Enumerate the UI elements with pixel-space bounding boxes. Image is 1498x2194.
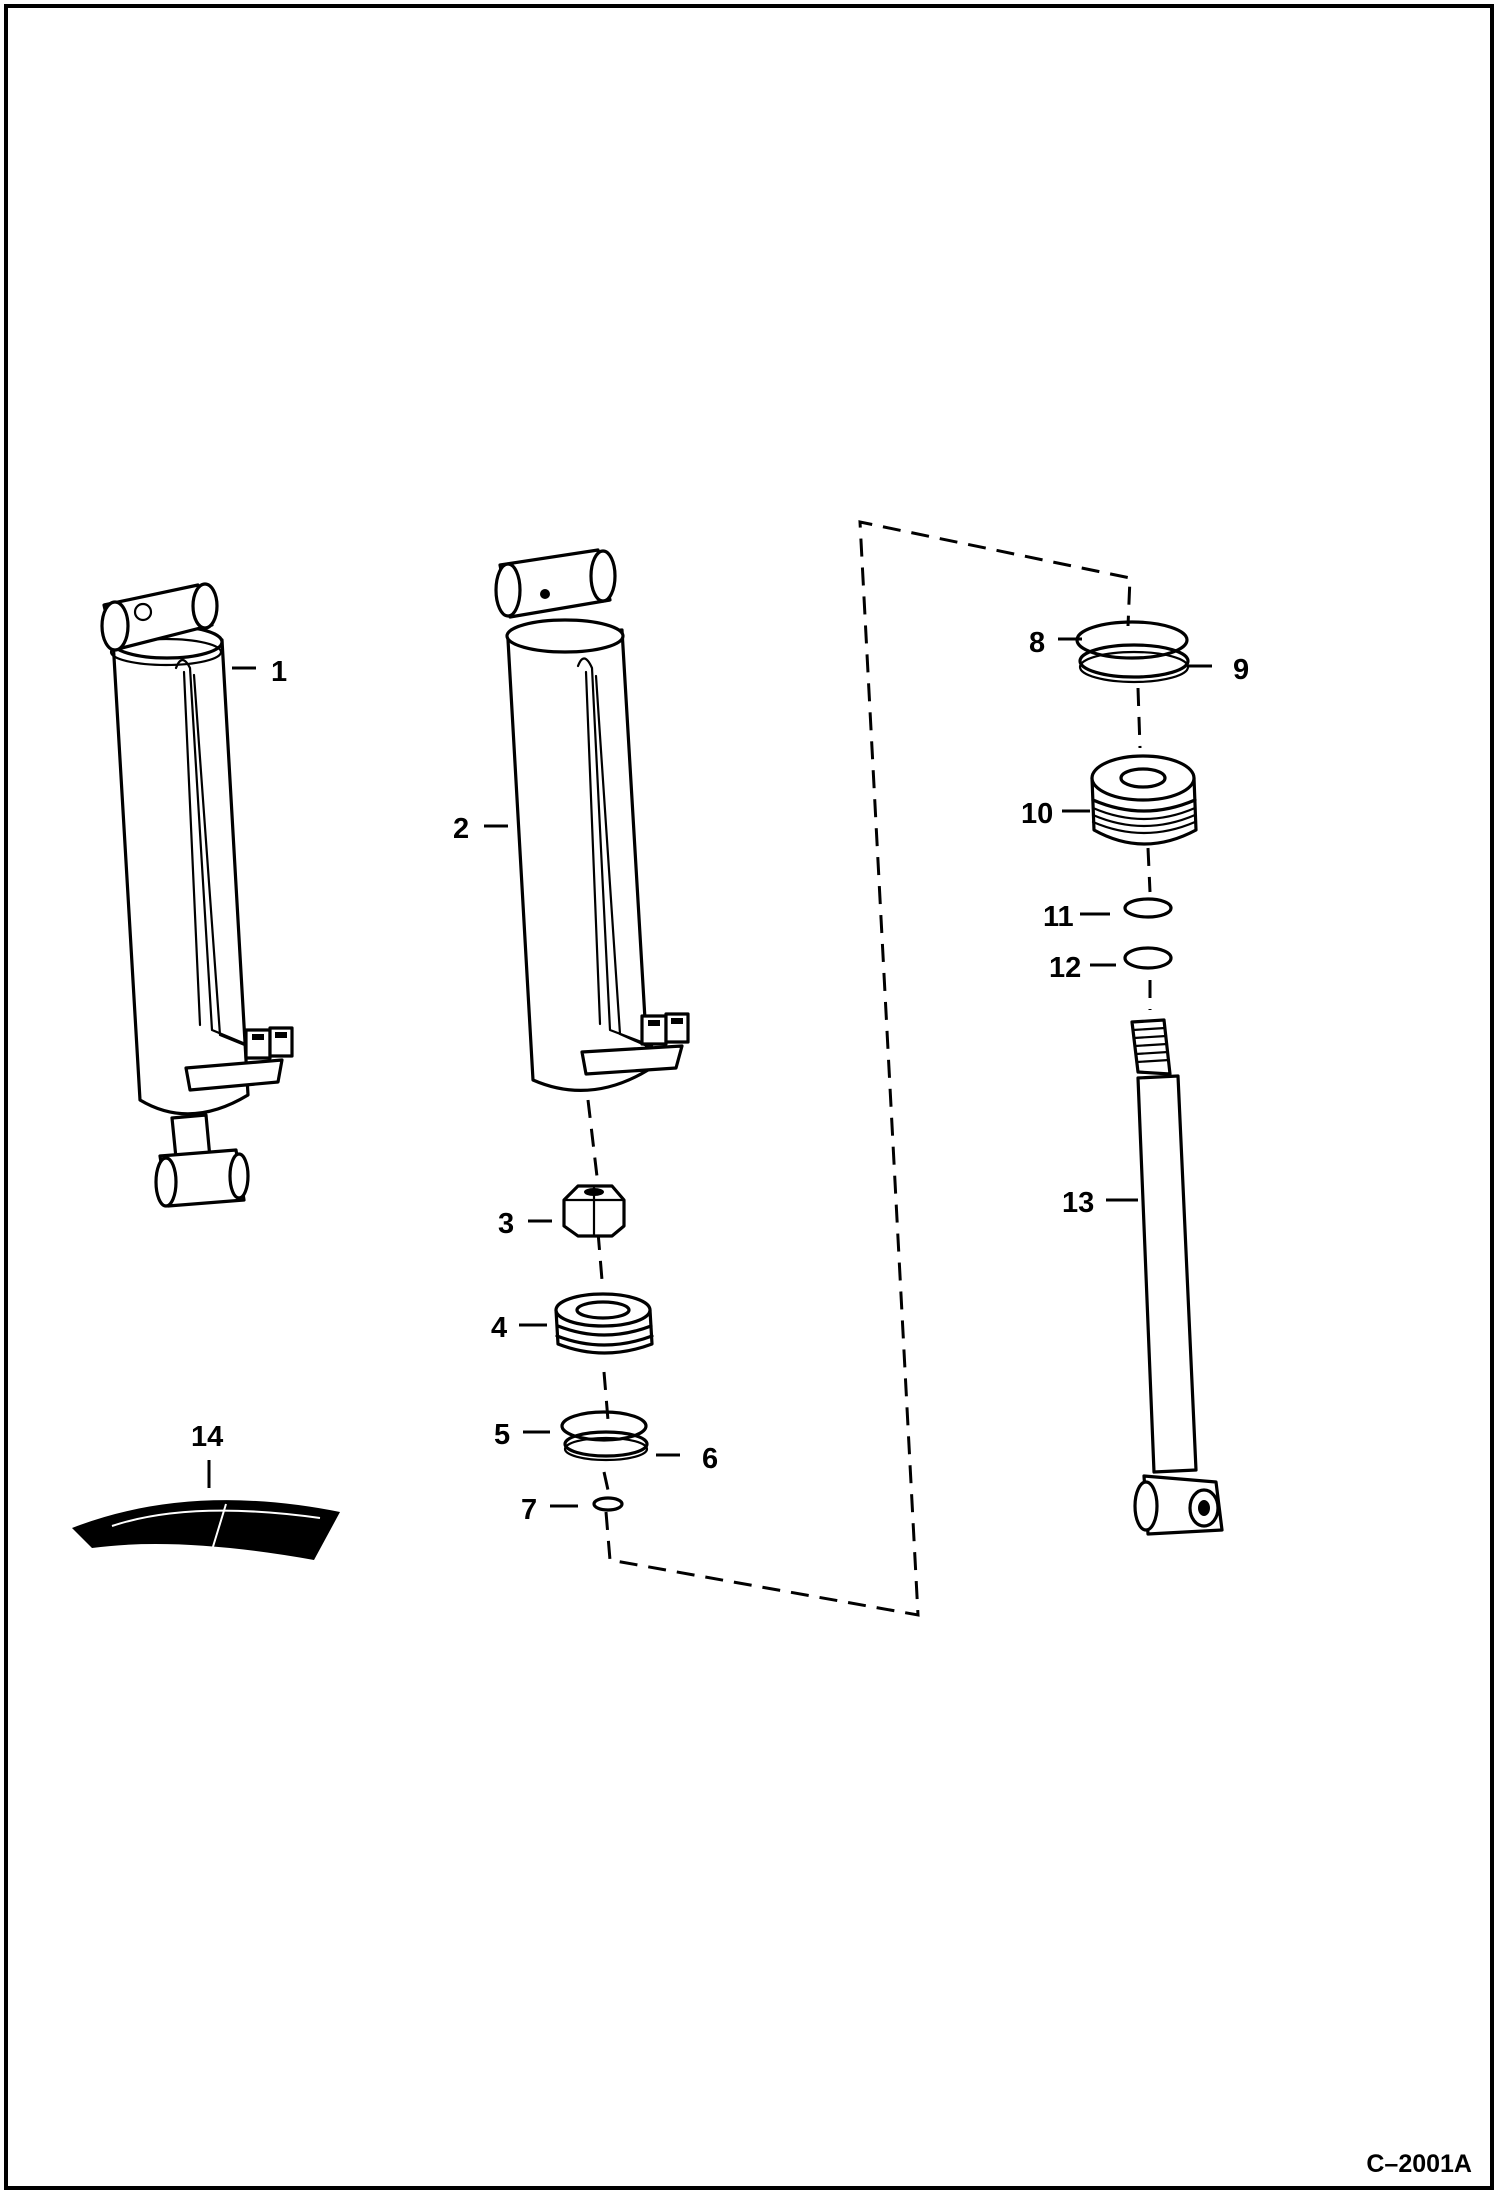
callout-4: 4 <box>491 1312 507 1344</box>
explode-line-right <box>1146 847 1152 893</box>
callout-13: 13 <box>1062 1187 1094 1219</box>
gland <box>1090 754 1198 846</box>
callout-2: 2 <box>453 813 469 845</box>
callout-12: 12 <box>1049 952 1081 984</box>
piston <box>554 1292 654 1355</box>
callout-14: 14 <box>191 1421 223 1453</box>
callout-7: 7 <box>521 1494 537 1526</box>
callout-10: 10 <box>1021 798 1053 830</box>
callout-9: 9 <box>1233 654 1249 686</box>
explode-line-right <box>1136 687 1142 749</box>
explode-line-left <box>602 1471 610 1491</box>
piston-seal <box>560 1410 649 1462</box>
callout-5: 5 <box>494 1419 510 1451</box>
cylinder-barrel <box>494 548 690 1093</box>
o-ring-12 <box>1123 946 1173 970</box>
explode-line-left <box>604 520 1132 1617</box>
callout-1: 1 <box>271 656 287 688</box>
seal-kit-package <box>72 1500 340 1560</box>
figure-number: C–2001A <box>1366 2150 1472 2178</box>
piston-rod <box>1130 1018 1224 1536</box>
callout-3: 3 <box>498 1208 514 1240</box>
cylinder-assembly <box>100 582 294 1208</box>
page-border <box>4 4 1494 2190</box>
callout-11: 11 <box>1043 901 1074 933</box>
o-ring-11 <box>1123 897 1173 919</box>
callout-6: 6 <box>702 1443 718 1475</box>
explode-line-left <box>596 1231 604 1281</box>
small-o-ring <box>592 1496 624 1512</box>
callout-8: 8 <box>1029 627 1045 659</box>
nut <box>562 1184 626 1238</box>
explode-line-left <box>586 1099 600 1186</box>
